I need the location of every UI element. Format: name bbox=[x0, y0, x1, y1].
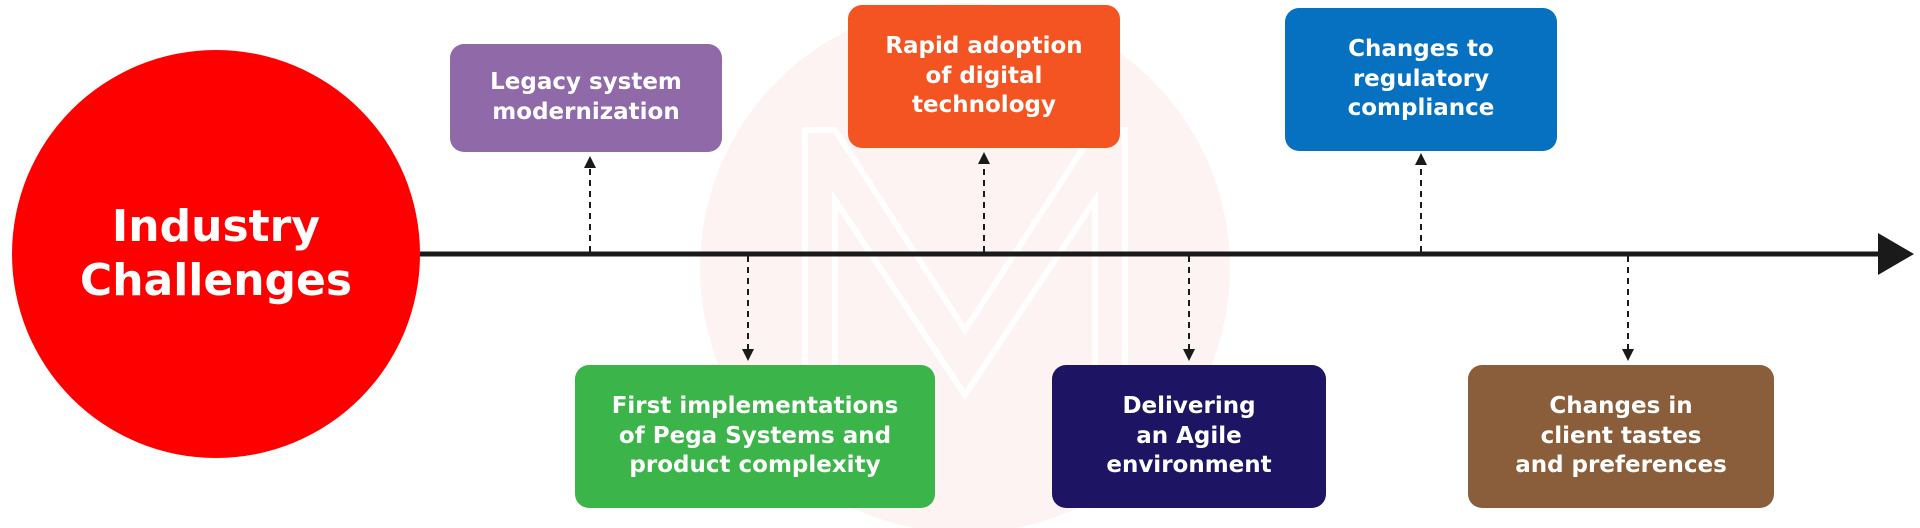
card-legacy-modernization: Legacy system modernization bbox=[450, 44, 722, 152]
card-client-preferences: Changes in client tastes and preferences bbox=[1468, 365, 1774, 508]
card-agile-environment: Delivering an Agile environment bbox=[1052, 365, 1326, 508]
card-rapid-adoption: Rapid adoption of digital technology bbox=[848, 5, 1120, 148]
industry-challenges-circle bbox=[12, 50, 420, 458]
card-pega-implementations: First implementations of Pega Systems an… bbox=[575, 365, 935, 508]
card-regulatory-compliance: Changes to regulatory compliance bbox=[1285, 8, 1557, 151]
center-title: Industry Challenges bbox=[79, 200, 353, 306]
timeline-arrow-icon bbox=[1878, 233, 1914, 275]
